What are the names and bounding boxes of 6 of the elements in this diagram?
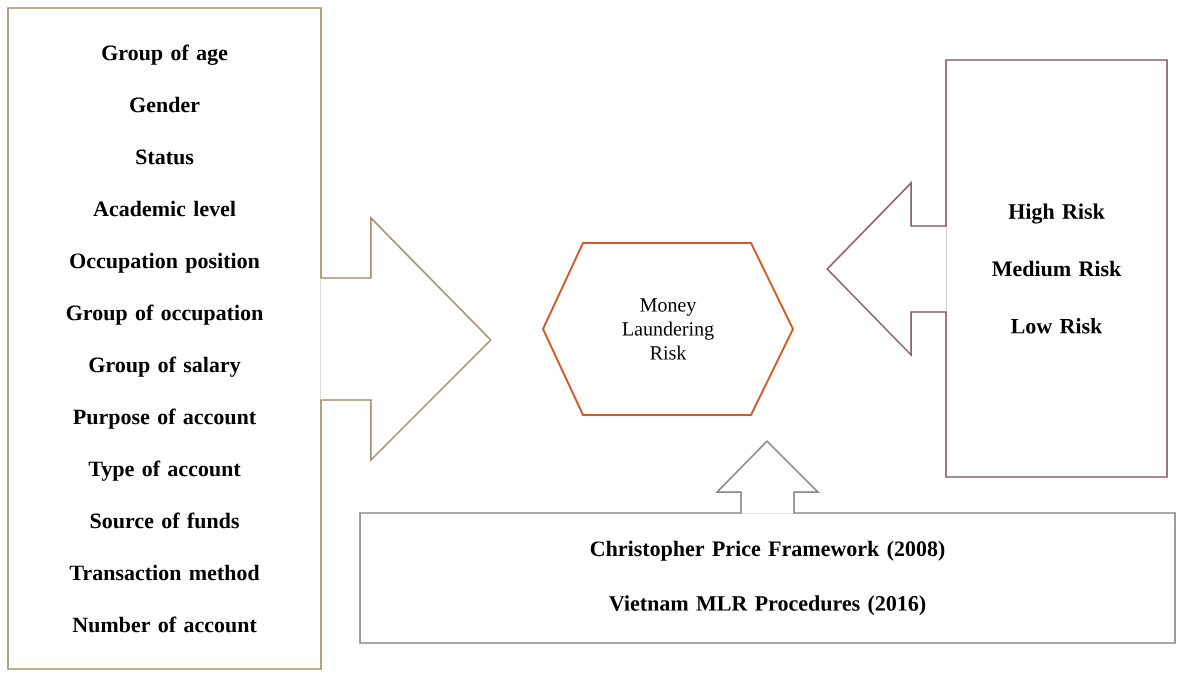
block-arrow — [319, 215, 492, 463]
text-box: Christopher Price Framework (2008) Vietnam MLR Procedures (2016) — [359, 512, 1176, 644]
text-box: Group of age Gender Status Academic level Occupation position Group of occupation Group of salary Purpose of account Type of account Source of funds Transaction method Number of account — [7, 7, 322, 670]
text-box: High Risk Medium Risk Low Risk — [945, 59, 1168, 478]
block-arrow — [714, 440, 821, 515]
block-arrow — [826, 180, 948, 358]
